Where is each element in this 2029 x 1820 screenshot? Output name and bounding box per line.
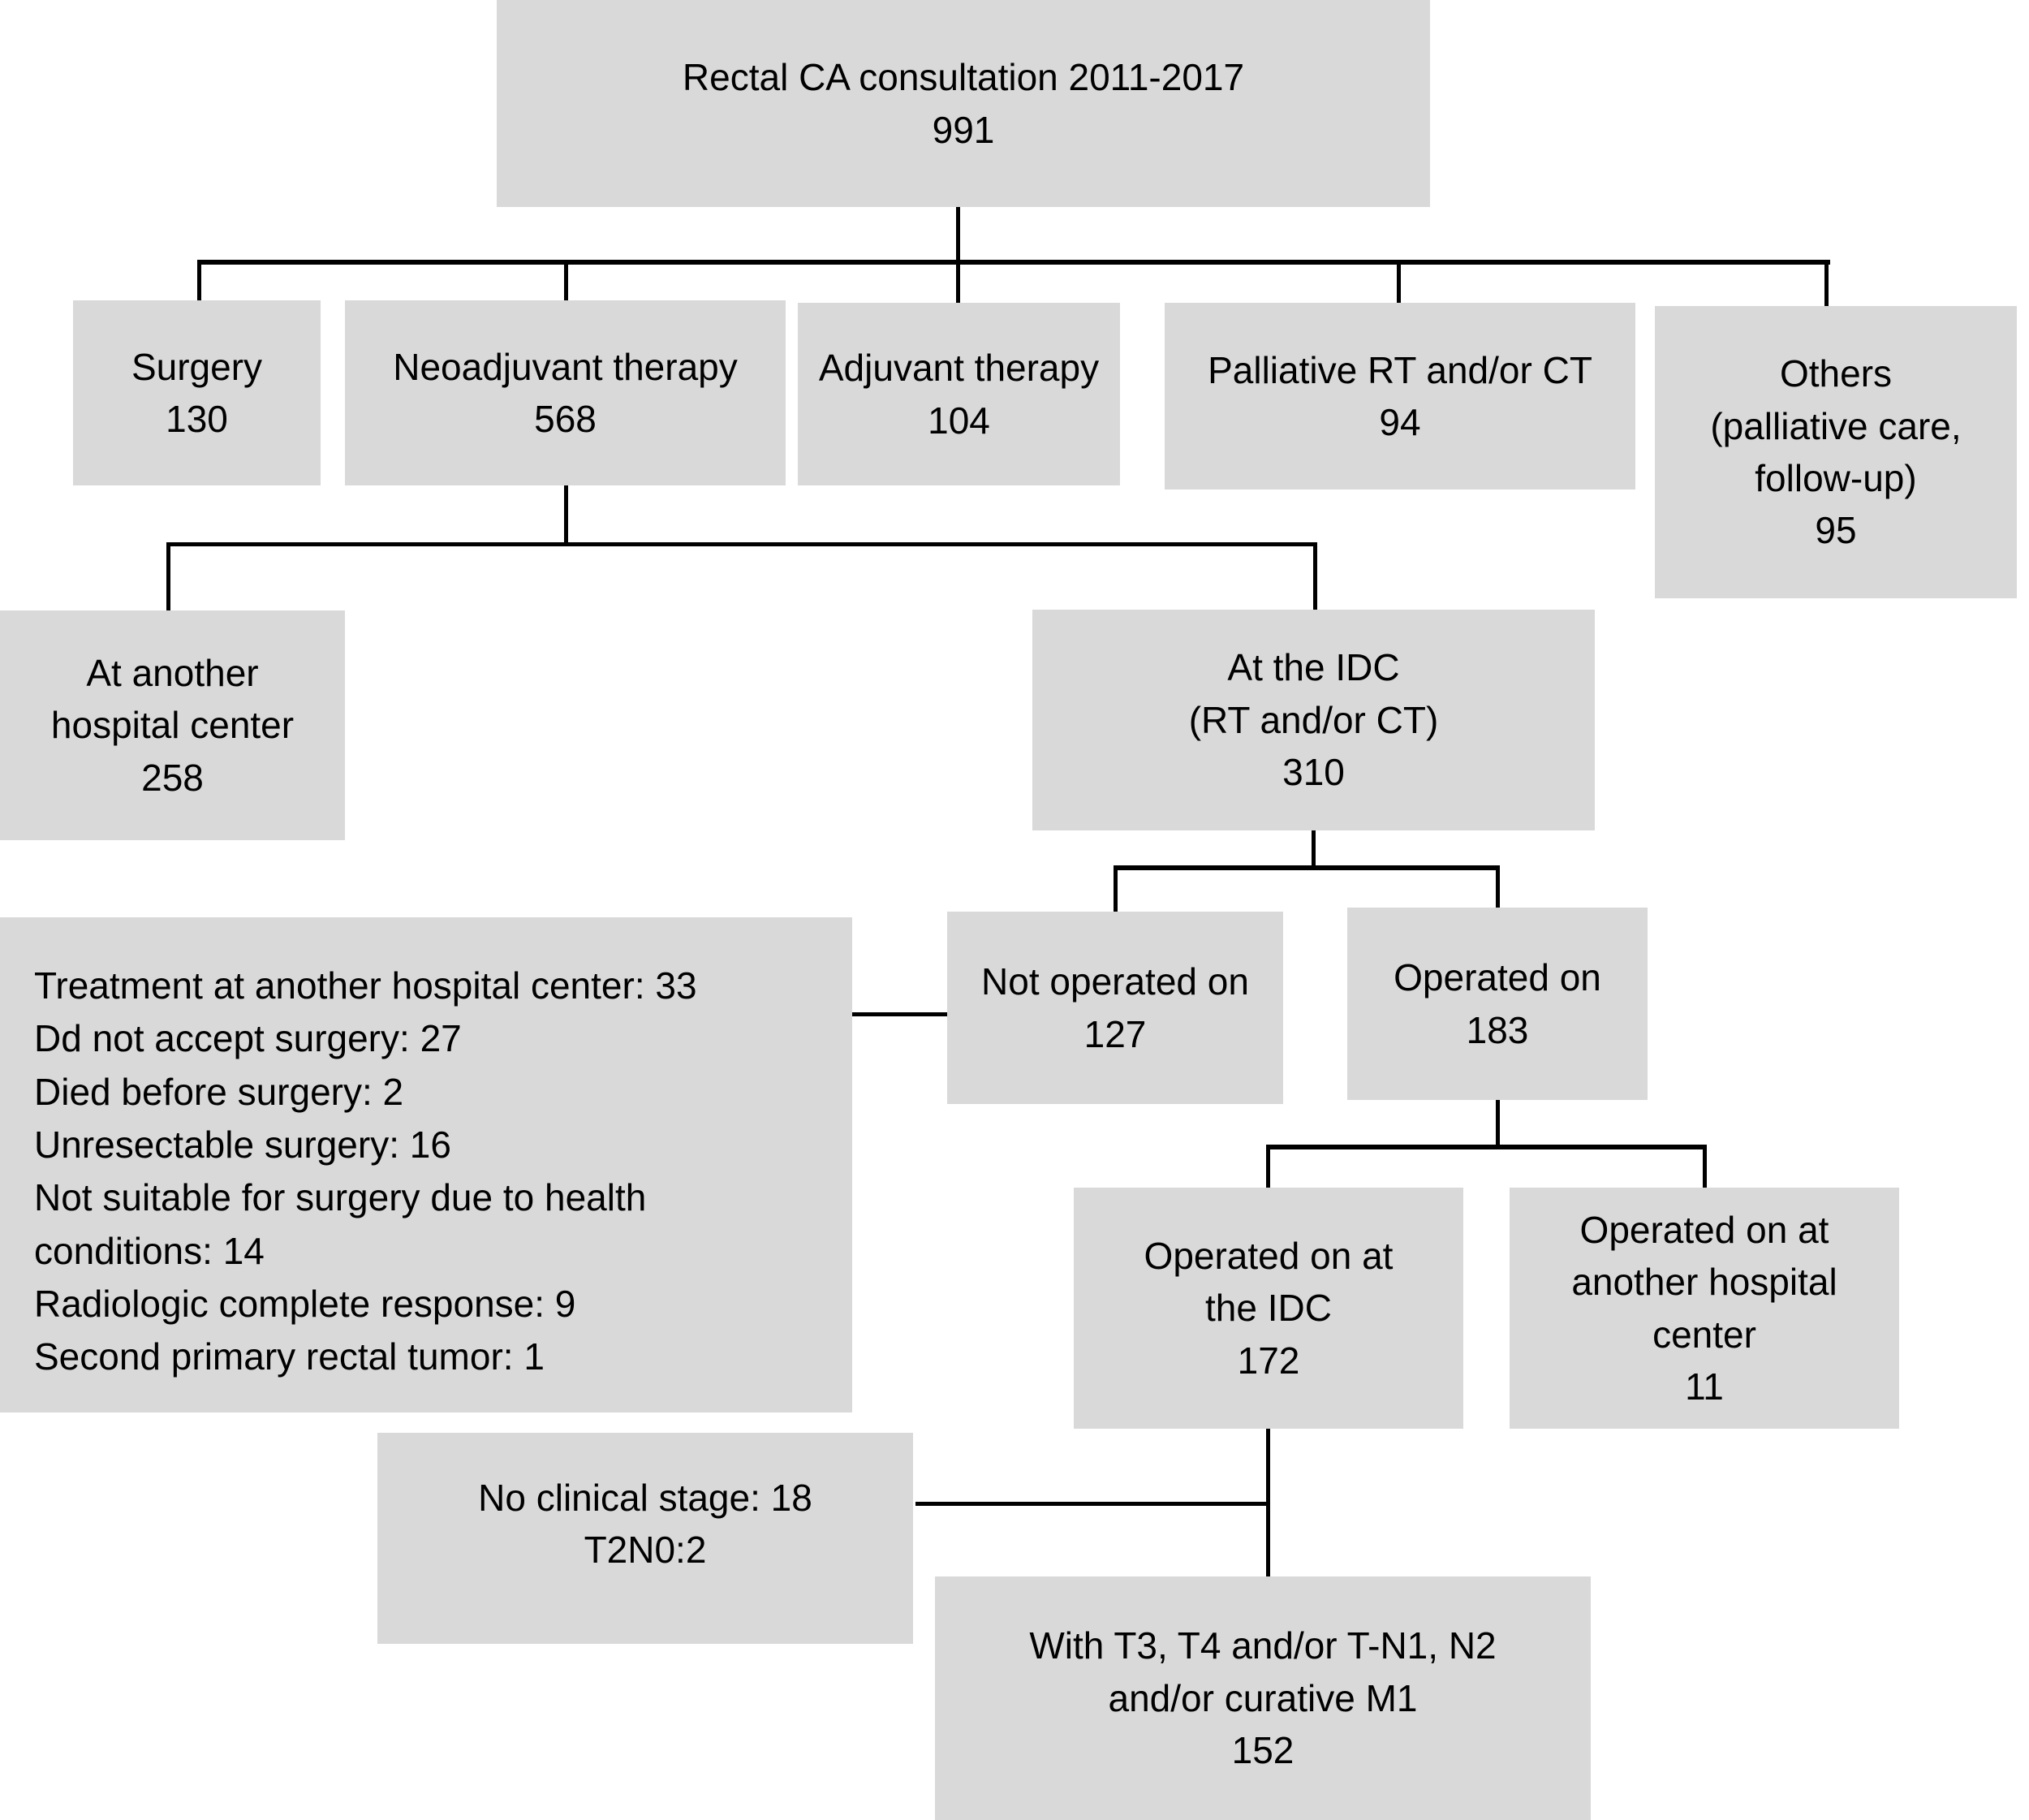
exclusion-item: Radiologic complete response: 9 [34,1282,576,1325]
node-idc-label-1: At the IDC [1227,646,1400,689]
node-another-center-count: 258 [141,756,204,799]
connector-row3-horizontal [166,542,1317,546]
node-operated-other-count: 11 [1685,1365,1724,1408]
node-surgery: Surgery 130 [73,300,321,485]
exclusion-item: Unresectable surgery: 16 [34,1123,451,1166]
connector-root-down [956,207,960,264]
node-another-center-label-1: At another [86,651,259,694]
node-others-detail-1: (palliative care, [1710,404,1962,447]
node-root: Rectal CA consultation 2011-2017 991 [497,0,1430,207]
node-neoadjuvant-count: 568 [534,398,597,440]
node-others-label: Others [1779,352,1893,395]
node-root-count: 991 [932,108,995,151]
node-root-label: Rectal CA consultation 2011-2017 [682,56,1245,99]
node-at-the-idc: At the IDC (RT and/or CT) 310 [1032,610,1595,830]
node-operated-at-idc: Operated on at the IDC 172 [1074,1188,1463,1429]
node-no-clinical-stage-label: No clinical stage: 18 [478,1477,812,1519]
node-neoadjuvant-label: Neoadjuvant therapy [393,345,738,388]
node-not-operated-count: 127 [1083,1012,1147,1055]
node-with-t3-label-1: With T3, T4 and/or T-N1, N2 [1029,1624,1497,1667]
connector-no-clinical-stage-horizontal [915,1502,1270,1506]
node-with-t3-label-2: and/or curative M1 [1108,1676,1418,1719]
connector-drop-operated-idc [1266,1145,1270,1188]
node-no-clinical-stage-detail: T2N0:2 [584,1529,707,1572]
node-operated-idc-count: 172 [1237,1339,1300,1382]
node-no-clinical-stage: No clinical stage: 18 T2N0:2 [377,1433,913,1644]
connector-drop-operated [1496,865,1500,908]
node-adjuvant: Adjuvant therapy 104 [798,303,1120,485]
node-neoadjuvant: Neoadjuvant therapy 568 [345,300,786,485]
node-with-t3-t4: With T3, T4 and/or T-N1, N2 and/or curat… [935,1576,1591,1820]
node-operated-other-label-2: another hospital [1571,1261,1837,1304]
node-adjuvant-label: Adjuvant therapy [818,347,1100,390]
node-operated-other-label-3: center [1652,1313,1756,1356]
connector-drop-operated-other [1703,1145,1707,1188]
node-operated-label: Operated on [1394,956,1601,999]
node-surgery-count: 130 [166,398,228,440]
node-operated-idc-label-2: the IDC [1205,1287,1332,1330]
node-operated-count: 183 [1466,1008,1529,1051]
connector-row2-horizontal [197,260,1830,265]
node-another-center-label-2: hospital center [50,704,295,747]
connector-drop-adjuvant [956,260,960,303]
node-idc-count: 310 [1282,751,1345,794]
node-others-detail-2: follow-up) [1755,457,1917,499]
node-adjuvant-count: 104 [928,399,990,442]
node-palliative-label: Palliative RT and/or CT [1208,348,1592,391]
node-others-count: 95 [1815,509,1857,552]
connector-drop-another-center [166,542,170,610]
node-exclusion-reasons: Treatment at another hospital center: 33… [0,917,852,1412]
connector-drop-others [1824,260,1829,306]
exclusion-item: Second primary rectal tumor: 1 [34,1335,545,1378]
node-operated-idc-label-1: Operated on at [1144,1234,1394,1277]
exclusion-item: Not suitable for surgery due to health c… [34,1176,647,1272]
connector-drop-not-operated [1114,865,1118,912]
exclusion-item: Died before surgery: 2 [34,1070,404,1113]
node-not-operated-label: Not operated on [981,960,1249,1003]
exclusion-item: Dd not accept surgery: 27 [34,1017,462,1060]
connector-drop-idc [1313,542,1317,610]
connector-drop-palliative [1397,260,1401,303]
connector-row4-horizontal [1114,865,1500,870]
node-palliative: Palliative RT and/or CT 94 [1165,303,1635,490]
connector-idc-down [1312,830,1316,869]
node-idc-label-2: (RT and/or CT) [1188,698,1439,741]
connector-exclusions-to-not-operated [852,1012,947,1016]
connector-drop-neoadjuvant [564,260,568,300]
exclusion-item: Treatment at another hospital center: 33 [34,964,697,1007]
node-operated: Operated on 183 [1347,908,1648,1100]
node-surgery-label: Surgery [131,345,263,388]
connector-row5-horizontal [1266,1145,1707,1149]
connector-drop-surgery [197,260,201,300]
node-with-t3-count: 152 [1231,1729,1295,1772]
node-palliative-count: 94 [1379,401,1421,443]
node-operated-other-label-1: Operated on at [1579,1208,1829,1251]
node-operated-at-another-center: Operated on at another hospital center 1… [1510,1188,1899,1429]
node-others: Others (palliative care, follow-up) 95 [1655,306,2017,598]
node-not-operated: Not operated on 127 [947,912,1283,1104]
connector-operated-down [1496,1100,1500,1149]
connector-neoadjuvant-down [564,485,568,546]
node-another-hospital-center: At another hospital center 258 [0,610,345,840]
